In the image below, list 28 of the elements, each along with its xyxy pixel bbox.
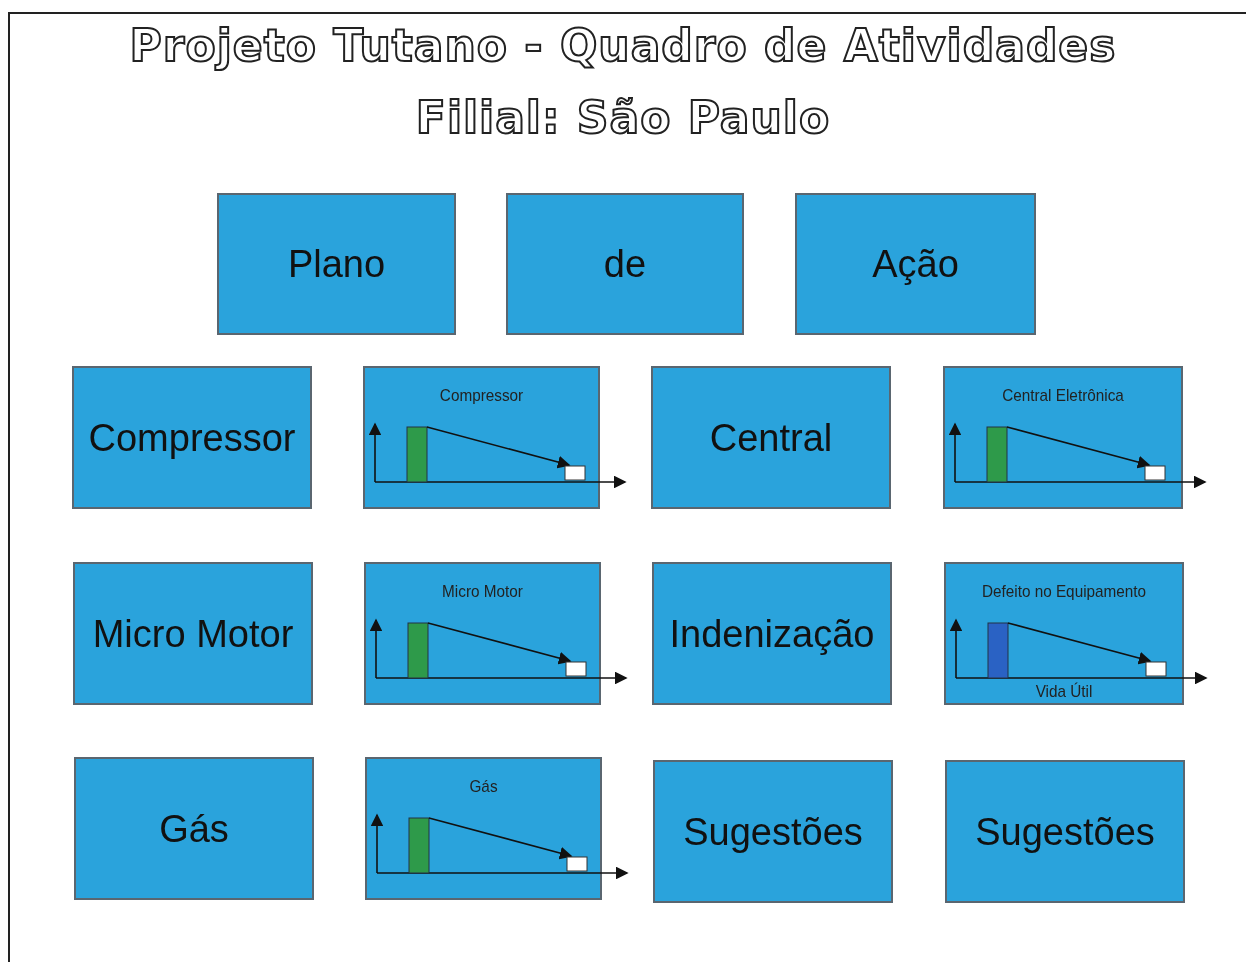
panel-label: Indenização [668, 612, 876, 655]
chart-title: Compressor [438, 386, 525, 406]
panel-label: Micro Motor [91, 612, 295, 655]
panel-label: de [602, 242, 648, 286]
panel-label: Sugestões [974, 810, 1156, 853]
diagram-title: Projeto Tutano - Quadro de Atividades [128, 20, 1118, 71]
panel-label: Gás [158, 807, 230, 850]
text-panel [74, 757, 314, 900]
panel-label: Ação [871, 242, 960, 286]
chart-title: Central Eletrônica [1001, 386, 1125, 406]
text-panel [795, 193, 1036, 335]
text-panel [653, 760, 893, 903]
text-panel [652, 562, 892, 705]
chart-title: Micro Motor [441, 582, 524, 602]
chart-title: Defeito no Equipamento [980, 582, 1148, 602]
text-panel [506, 193, 744, 335]
text-panel [945, 760, 1185, 903]
text-panel [651, 366, 891, 509]
text-panel [73, 562, 313, 705]
panel-label: Plano [286, 242, 387, 286]
text-panel [72, 366, 312, 509]
panel-label: Central [708, 416, 834, 459]
axis-label: Vida Útil [1034, 682, 1094, 702]
panel-label: Compressor [87, 416, 297, 459]
subtitle: Filial: São Paulo [414, 92, 832, 143]
panel-label: Sugestões [682, 810, 864, 853]
chart-title: Gás [468, 777, 499, 797]
text-panel [217, 193, 456, 335]
